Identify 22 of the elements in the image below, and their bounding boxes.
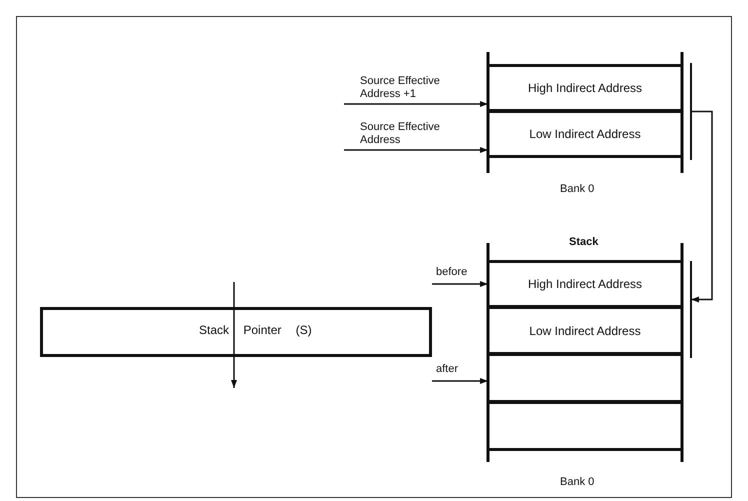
column-heading: Stack	[569, 236, 598, 248]
arrow	[432, 281, 488, 287]
memory-cell: Low Indirect Address	[488, 306, 682, 355]
arrow	[344, 101, 488, 107]
bank-label: Bank 0	[560, 476, 594, 488]
bracket-line	[690, 261, 694, 358]
memory-cell: High Indirect Address	[488, 64, 682, 112]
address-label: Source Effective Address	[344, 112, 487, 156]
memory-cell	[488, 401, 682, 451]
memory-cell: High Indirect Address	[488, 260, 682, 308]
address-label: after	[432, 363, 487, 382]
stack-pointer-register	[40, 307, 432, 357]
arrow	[432, 378, 488, 384]
memory-cell: Low Indirect Address	[488, 110, 682, 158]
address-label: Source Effective Address +1	[344, 48, 487, 110]
arrow	[691, 110, 713, 302]
address-label: before	[432, 266, 487, 285]
bank-label: Bank 0	[560, 183, 594, 195]
bracket-line	[690, 63, 694, 160]
memory-cell	[488, 353, 682, 403]
register-label: Stack Pointer (S)	[199, 324, 312, 337]
arrow	[344, 147, 488, 153]
